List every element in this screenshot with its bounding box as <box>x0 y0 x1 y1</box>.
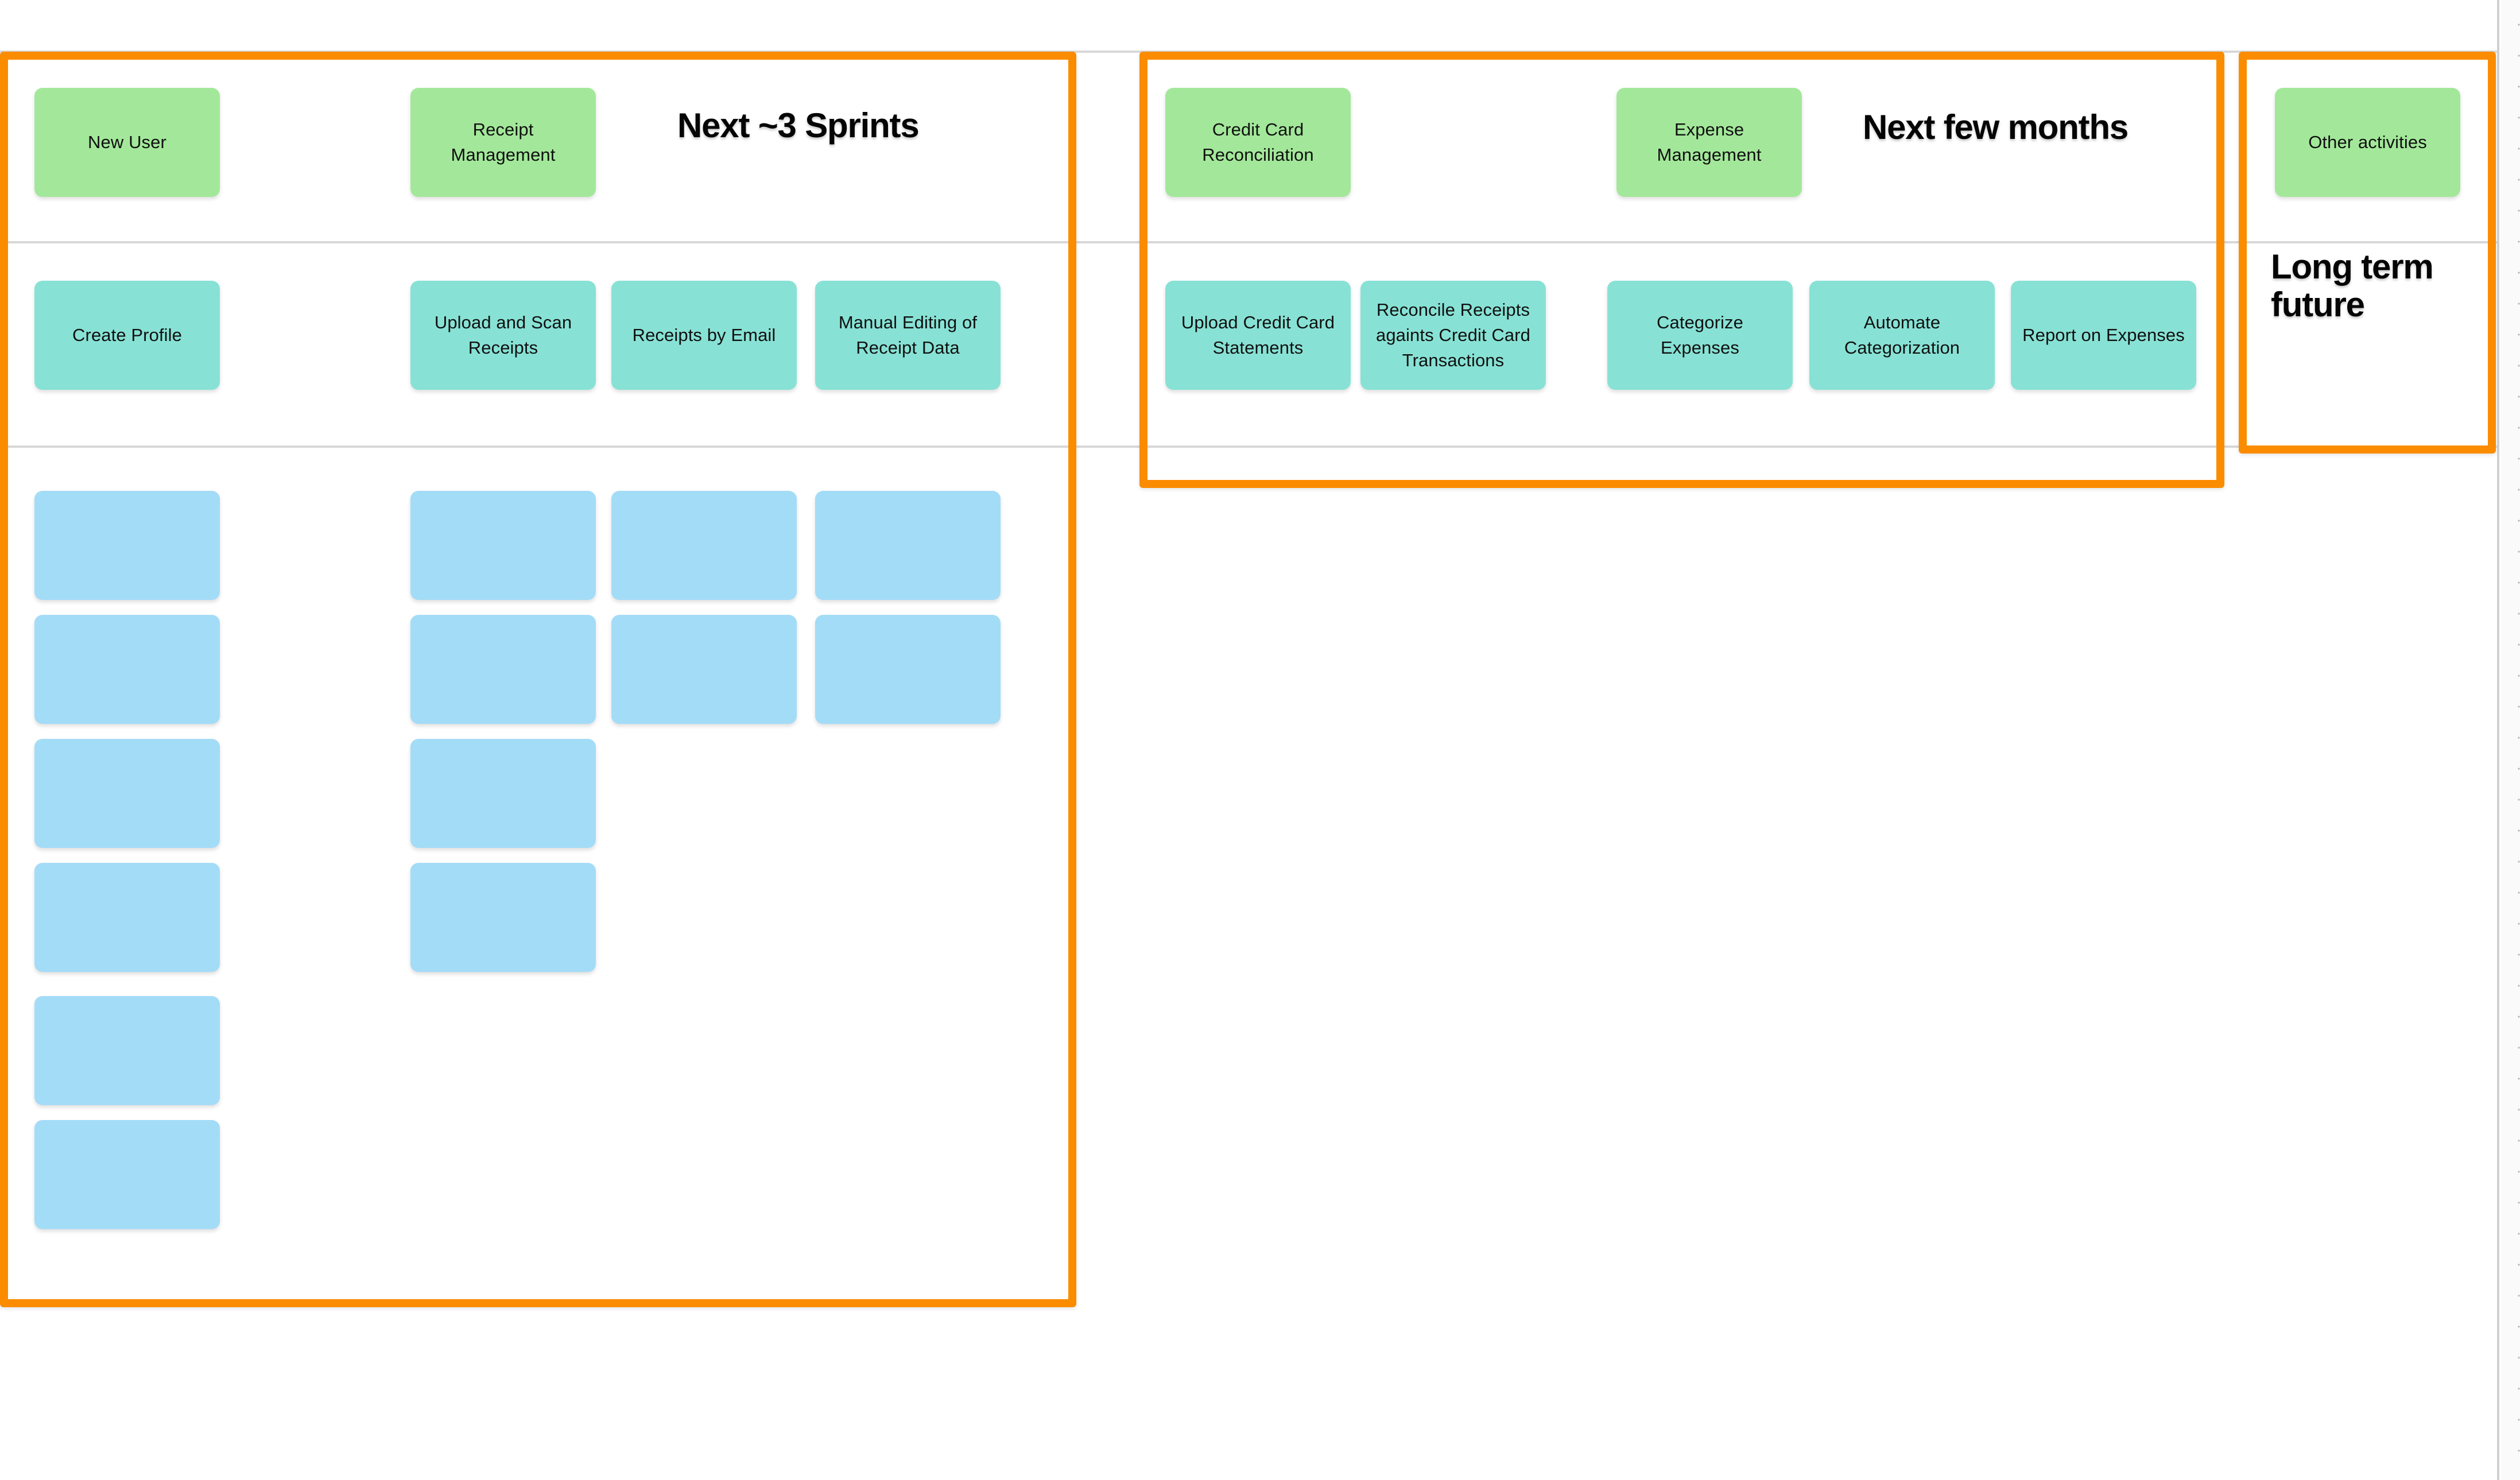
story-card[interactable] <box>410 863 596 972</box>
story-card[interactable] <box>410 491 596 600</box>
grid-rule <box>0 445 2498 448</box>
task-card[interactable]: Automate Categorization <box>1809 281 1995 390</box>
task-card[interactable]: Categorize Expenses <box>1607 281 1793 390</box>
group-frame-long-term-future[interactable] <box>2239 52 2496 454</box>
task-card[interactable]: Receipts by Email <box>611 281 797 390</box>
group-heading-next-3-sprints: Next ~3 Sprints <box>677 106 920 145</box>
activity-card[interactable]: Other activities <box>2275 88 2460 197</box>
story-card[interactable] <box>410 615 596 724</box>
group-heading-next-few-months: Next few months <box>1863 108 2129 146</box>
task-card[interactable]: Report on Expenses <box>2011 281 2196 390</box>
story-card[interactable] <box>34 491 220 600</box>
canvas-vertical-rule <box>2497 0 2499 1480</box>
task-card[interactable]: Manual Editing of Receipt Data <box>815 281 1001 390</box>
story-card[interactable] <box>611 615 797 724</box>
grid-rule <box>0 241 2498 243</box>
group-frame-next-few-months[interactable] <box>1139 52 2224 488</box>
story-card[interactable] <box>34 615 220 724</box>
task-card[interactable]: Reconcile Receipts againts Credit Card T… <box>1360 281 1546 390</box>
task-card[interactable]: Upload and Scan Receipts <box>410 281 596 390</box>
task-card[interactable]: Upload Credit Card Statements <box>1165 281 1351 390</box>
story-card[interactable] <box>815 615 1001 724</box>
activity-card[interactable]: Receipt Management <box>410 88 596 197</box>
dotted-ruler-gutter[interactable] <box>2500 0 2520 1480</box>
story-card[interactable] <box>410 739 596 848</box>
story-card[interactable] <box>34 863 220 972</box>
task-card[interactable]: Create Profile <box>34 281 220 390</box>
activity-card[interactable]: New User <box>34 88 220 197</box>
activity-card[interactable]: Expense Management <box>1616 88 1802 197</box>
story-card[interactable] <box>34 739 220 848</box>
story-card[interactable] <box>611 491 797 600</box>
activity-card[interactable]: Credit Card Reconciliation <box>1165 88 1351 197</box>
group-heading-long-term-future: Long term future <box>2271 247 2434 324</box>
story-card[interactable] <box>34 996 220 1105</box>
group-frame-next-3-sprints[interactable] <box>0 52 1076 1307</box>
story-card[interactable] <box>34 1120 220 1229</box>
story-card[interactable] <box>815 491 1001 600</box>
